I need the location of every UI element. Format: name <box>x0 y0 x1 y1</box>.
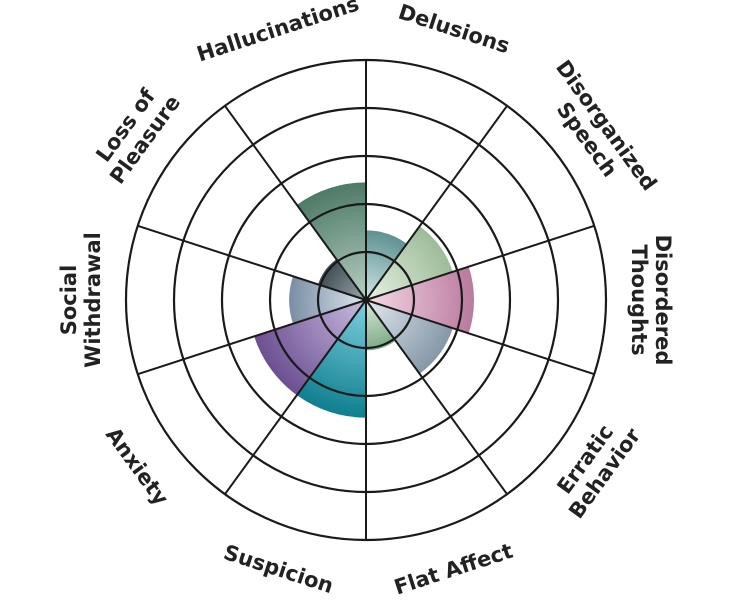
category-label-delusions: Delusions <box>395 0 512 58</box>
slice-disordered-thoughts <box>366 266 474 334</box>
category-label-line: Flat Affect <box>391 539 515 600</box>
category-label-line: Suspicion <box>221 540 337 598</box>
grid-spoke-6 <box>224 299 367 495</box>
grid-spoke-3 <box>365 299 595 376</box>
category-label-line: Withdrawal <box>81 232 105 368</box>
slice-hallucinations <box>296 182 366 300</box>
grid-spoke-9 <box>224 105 367 301</box>
grid-spoke-7 <box>137 299 367 376</box>
category-label-loss-of-pleasure: Loss ofPleasure <box>86 77 185 189</box>
category-label-disordered-thoughts: DisorderedThoughts <box>627 235 675 366</box>
category-label-line: Delusions <box>395 0 512 58</box>
slice-suspicion <box>296 300 366 418</box>
category-label-social-withdrawal: SocialWithdrawal <box>57 232 105 368</box>
category-label-flat-affect: Flat Affect <box>391 539 515 600</box>
category-label-hallucinations: Hallucinations <box>194 0 362 66</box>
category-label-line: Social <box>57 265 81 336</box>
category-label-disorganized-speech: DisorganizedSpeech <box>532 56 662 209</box>
slice-delusions <box>366 230 407 300</box>
grid-spoke-8 <box>137 224 367 301</box>
slice-flat-affect <box>366 300 396 351</box>
grid-spoke-4 <box>365 299 508 495</box>
category-label-line: Disordered <box>651 235 675 366</box>
grid-spoke-2 <box>365 224 595 301</box>
category-label-erratic-behavior: ErraticBehavior <box>545 409 646 523</box>
grid-spoke-1 <box>365 105 508 301</box>
category-label-line: Hallucinations <box>194 0 362 66</box>
category-label-suspicion: Suspicion <box>221 540 337 598</box>
slice-erratic-behavior <box>366 300 453 374</box>
grid-layer <box>124 58 608 542</box>
slice-social-withdrawal <box>289 276 366 324</box>
slice-disorganized-speech <box>366 226 453 300</box>
category-label-line: Anxiety <box>101 423 173 510</box>
slice-anxiety <box>254 300 366 396</box>
category-label-line: Thoughts <box>627 244 651 355</box>
slices-layer <box>254 182 474 418</box>
category-label-anxiety: Anxiety <box>101 423 173 510</box>
